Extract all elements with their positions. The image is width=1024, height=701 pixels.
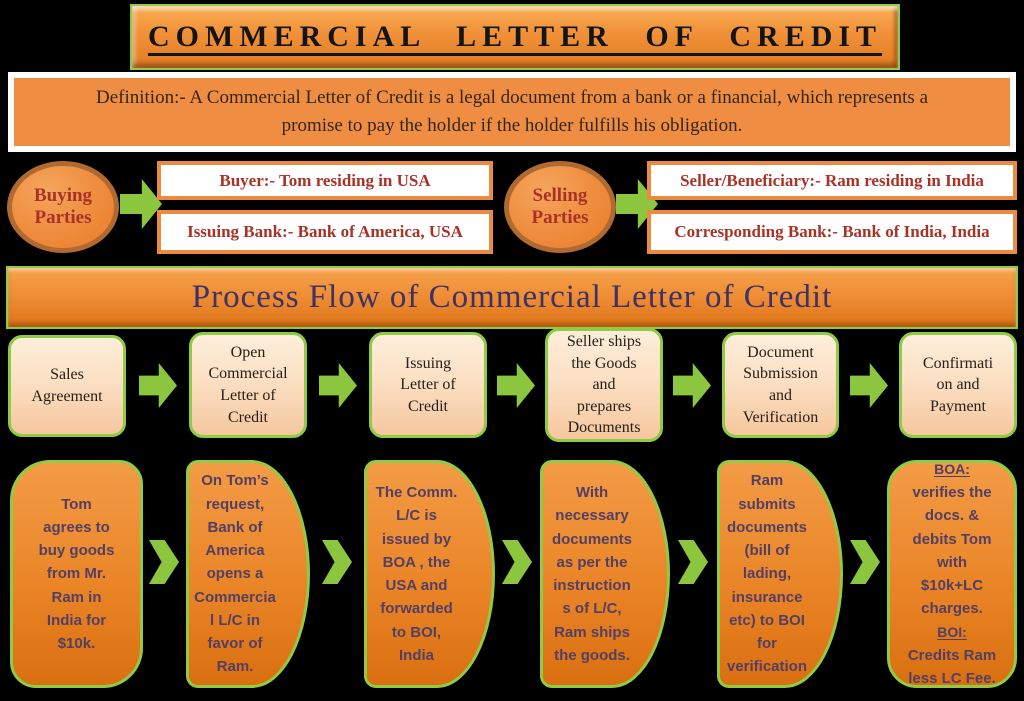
buyer-box: Buyer:- Tom residing in USA (157, 161, 493, 200)
process-flow-title: Process Flow of Commercial Letter of Cre… (191, 279, 833, 315)
issuing-bank-text: Issuing Bank:- Bank of America, USA (187, 222, 463, 241)
step-label: Seller ships the Goods and prepares Docu… (566, 333, 642, 437)
detail-text: The Comm. L/C is issued by BOA , the USA… (375, 484, 458, 664)
chevron-right-icon (678, 540, 708, 584)
chevron-right-icon (850, 540, 880, 584)
step-label: Confirmati on and Payment (922, 354, 994, 415)
page-title: COMMERCIAL LETTER OF CREDIT (147, 20, 883, 53)
step-label: Open Commercial Letter of Credit (208, 343, 288, 426)
definition-text: Definition:- A Commercial Letter of Cred… (95, 87, 929, 136)
right-arrow-icon (120, 179, 162, 229)
step-label: Sales Agreement (31, 366, 103, 405)
step-sales-agreement: Sales Agreement (8, 335, 126, 437)
step-document-submission: Document Submission and Verification (722, 332, 839, 438)
chevron-right-icon (149, 540, 179, 584)
title-banner: COMMERCIAL LETTER OF CREDIT (130, 4, 900, 70)
detail-text: On Tom’s request, Bank of America opens … (194, 472, 276, 676)
boa-label: BOA: (934, 460, 970, 477)
step-confirmation-payment: Confirmati on and Payment (899, 332, 1017, 438)
right-arrow-icon (850, 363, 888, 408)
detail-ram-submits-documents: Ram submits documents (bill of lading, i… (717, 460, 843, 688)
seller-text: Seller/Beneficiary:- Ram residing in Ind… (680, 170, 984, 190)
corresponding-bank-text: Corresponding Bank:- Bank of India, Indi… (674, 222, 990, 241)
selling-parties-oval: Selling Parties (504, 161, 616, 253)
boi-text: Credits Ram less LC Fee. (907, 646, 997, 687)
step-label: Document Submission and Verification (742, 343, 819, 426)
buyer-text: Buyer:- Tom residing in USA (219, 170, 431, 190)
right-arrow-icon (497, 363, 535, 408)
chevron-right-icon (502, 540, 532, 584)
detail-text: With necessary documents as per the inst… (551, 484, 632, 664)
corresponding-bank-box: Corresponding Bank:- Bank of India, Indi… (647, 210, 1017, 254)
step-seller-ships-goods: Seller ships the Goods and prepares Docu… (545, 328, 663, 442)
right-arrow-icon (139, 363, 177, 408)
right-arrow-icon (673, 363, 711, 408)
definition-box: Definition:- A Commercial Letter of Cred… (8, 72, 1016, 152)
detail-final-settlement: BOA: verifies the docs. & debits Tom wit… (887, 460, 1017, 688)
issuing-bank-box: Issuing Bank:- Bank of America, USA (157, 210, 493, 254)
detail-boa-opens-lc: On Tom’s request, Bank of America opens … (186, 460, 310, 688)
selling-parties-label: Selling Parties (531, 185, 589, 228)
step-issuing-letter-of-credit: Issuing Letter of Credit (369, 332, 487, 438)
detail-text: Ram submits documents (bill of lading, i… (726, 472, 808, 676)
step-open-commercial-lc: Open Commercial Letter of Credit (189, 332, 307, 438)
right-arrow-icon (319, 363, 357, 408)
detail-tom-agrees: Tom agrees to buy goods from Mr. Ram in … (10, 460, 143, 688)
detail-text: BOA: verifies the docs. & debits Tom wit… (908, 458, 996, 691)
detail-lc-issued-forwarded: The Comm. L/C is issued by BOA , the USA… (364, 460, 495, 688)
boi-label: BOI: (937, 623, 967, 640)
detail-ram-ships-goods: With necessary documents as per the inst… (540, 460, 670, 688)
process-flow-banner: Process Flow of Commercial Letter of Cre… (6, 266, 1018, 329)
buying-parties-oval: Buying Parties (7, 161, 119, 253)
buying-parties-label: Buying Parties (33, 185, 93, 228)
chevron-right-icon (322, 540, 352, 584)
step-label: Issuing Letter of Credit (400, 354, 456, 415)
seller-box: Seller/Beneficiary:- Ram residing in Ind… (647, 161, 1017, 200)
detail-text: Tom agrees to buy goods from Mr. Ram in … (38, 495, 115, 653)
boa-text: verifies the docs. & debits Tom with $10… (912, 484, 992, 618)
